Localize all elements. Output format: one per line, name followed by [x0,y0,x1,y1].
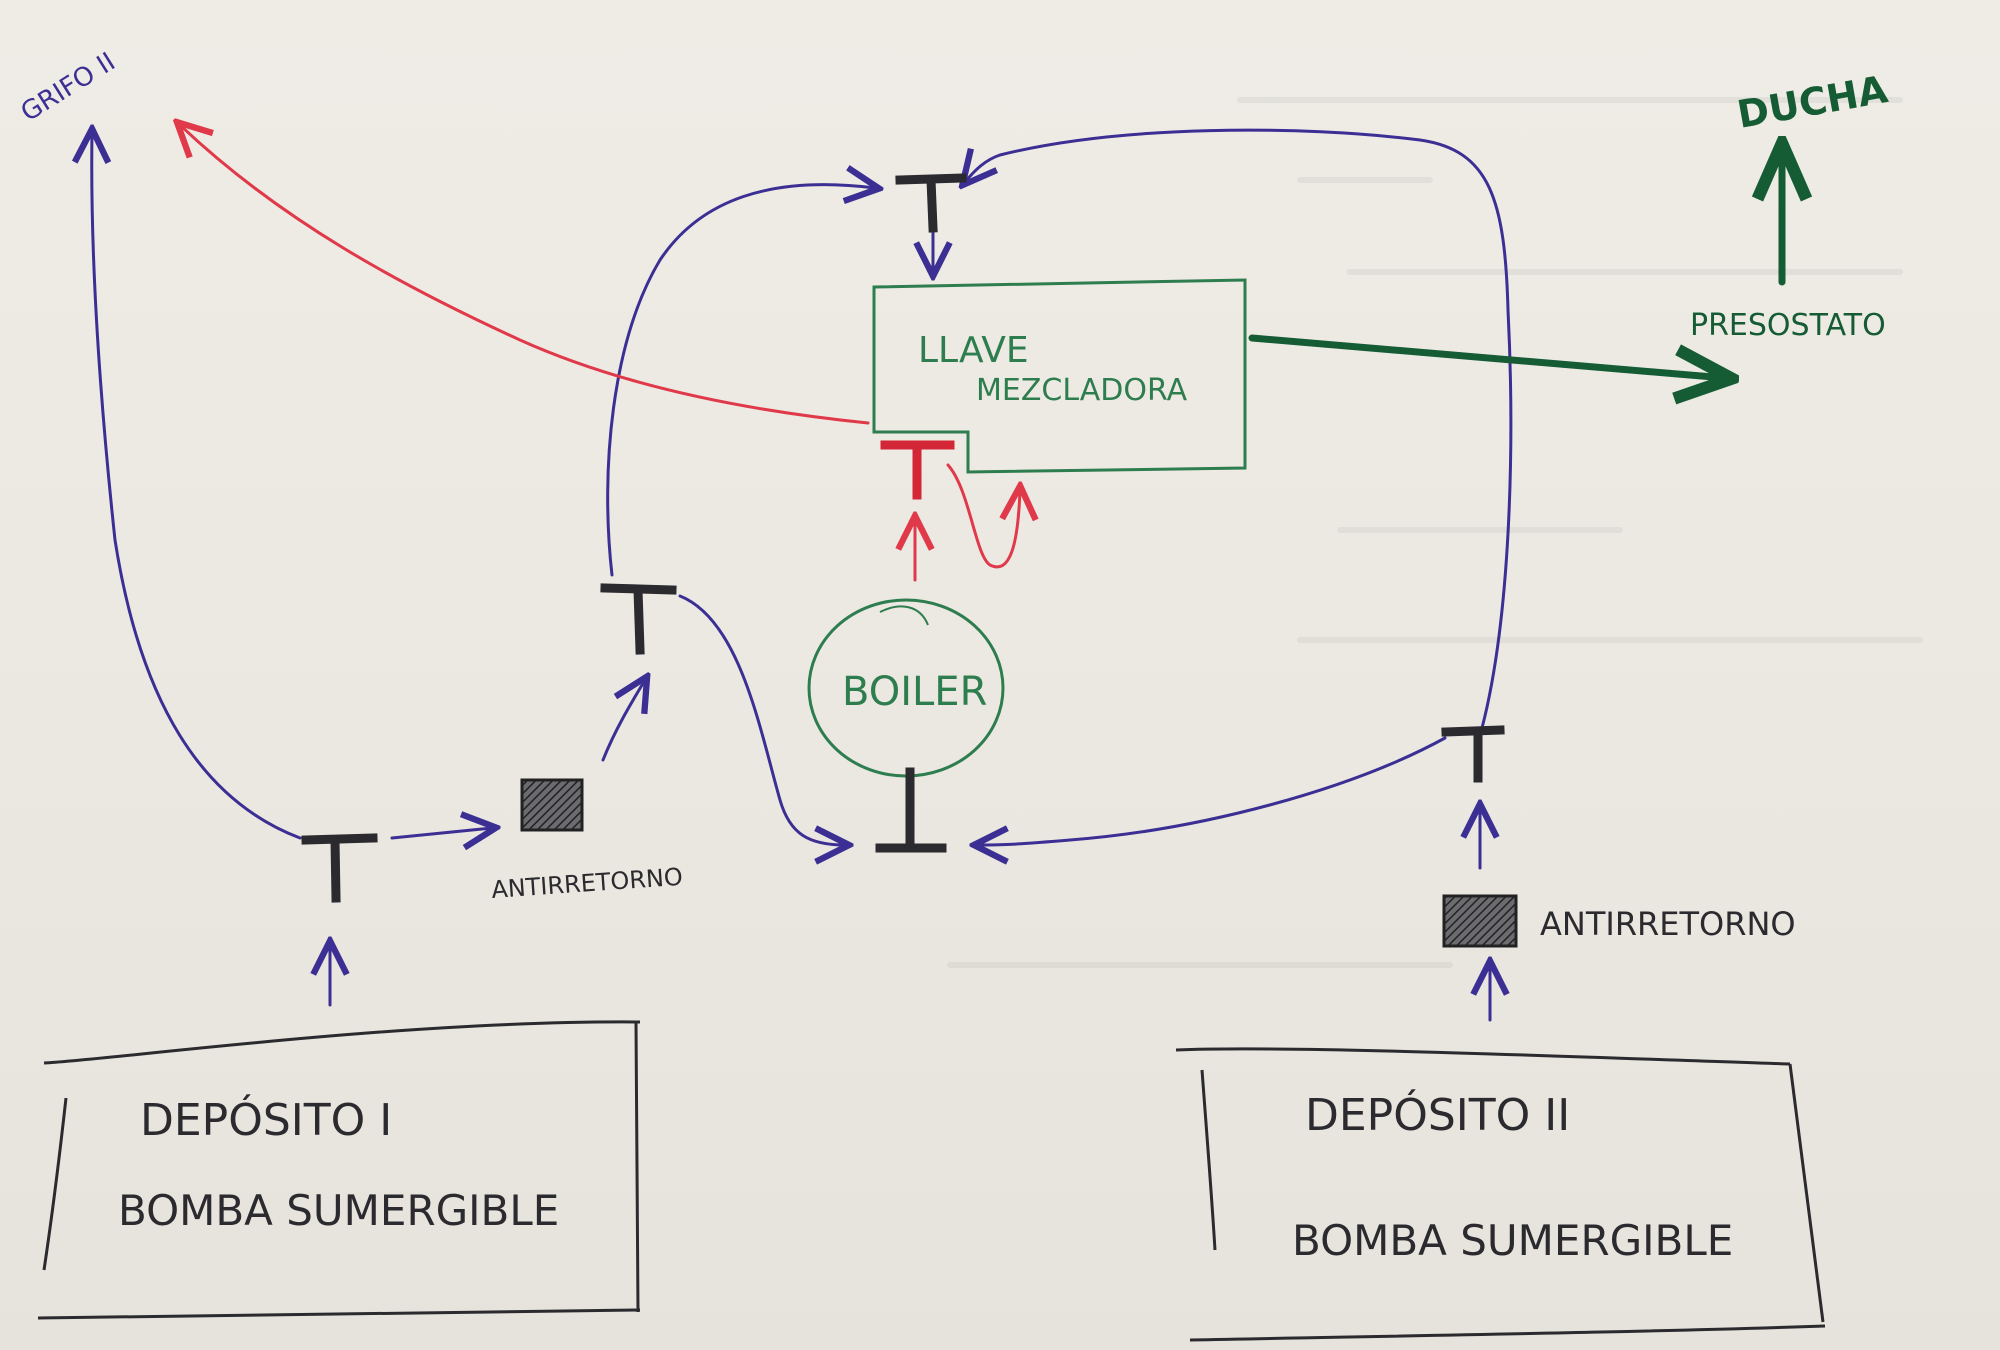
pipe-t-to-boiler [678,594,845,845]
label-presostato: PRESOSTATO [1690,308,1886,343]
deposito1-box [37,1020,641,1320]
label-ducha: DUCHA [1734,67,1891,137]
pipe-right-to-boiler [978,736,1447,845]
t-fitting-boiler [875,767,947,853]
llave-mezcladora-box [872,278,1247,474]
label-antirretorno-right: ANTIRRETORNO [1540,905,1796,943]
red-pipes [180,125,1020,582]
pipe-t-to-top [606,185,875,577]
pipe-hot-to-grifo [180,125,870,425]
antirretorno-right-valve [1442,894,1518,948]
label-deposito2-title: DEPÓSITO II [1305,1088,1570,1141]
label-deposito1-title: DEPÓSITO I [140,1093,392,1146]
pipe-right-loop-top [965,128,1513,730]
pipe-llave-to-presostato [1248,334,1725,378]
t-fitting-right [1441,725,1505,783]
pipe-antirretorno-to-t [601,680,645,762]
label-boiler: BOILER [842,669,987,715]
label-deposito2-sub: BOMBA SUMERGIBLE [1292,1216,1733,1265]
label-deposito1-sub: BOMBA SUMERGIBLE [118,1186,559,1235]
antirretorno-left-valve [520,778,584,832]
boiler-squiggle [879,605,929,626]
pipe-red-t-to-llave [946,463,1020,569]
paper-showthrough [947,97,1923,968]
t-fitting-top [895,173,967,233]
label-llave-line1: LLAVE [918,330,1029,371]
label-llave-line2: MEZCLADORA [976,373,1188,408]
label-grifo: GRIFO II [16,47,121,128]
pipe-to-antirretorno-left [390,828,492,838]
pipe-to-grifo [92,133,302,840]
blue-pipes [92,128,1513,1022]
red-t-fitting [880,440,955,500]
t-fitting-mid-left [600,583,677,655]
label-antirretorno-left: ANTIRRETORNO [490,863,683,904]
deposito2-box [1175,1047,1826,1342]
t-fitting-bottom-left [301,833,378,903]
